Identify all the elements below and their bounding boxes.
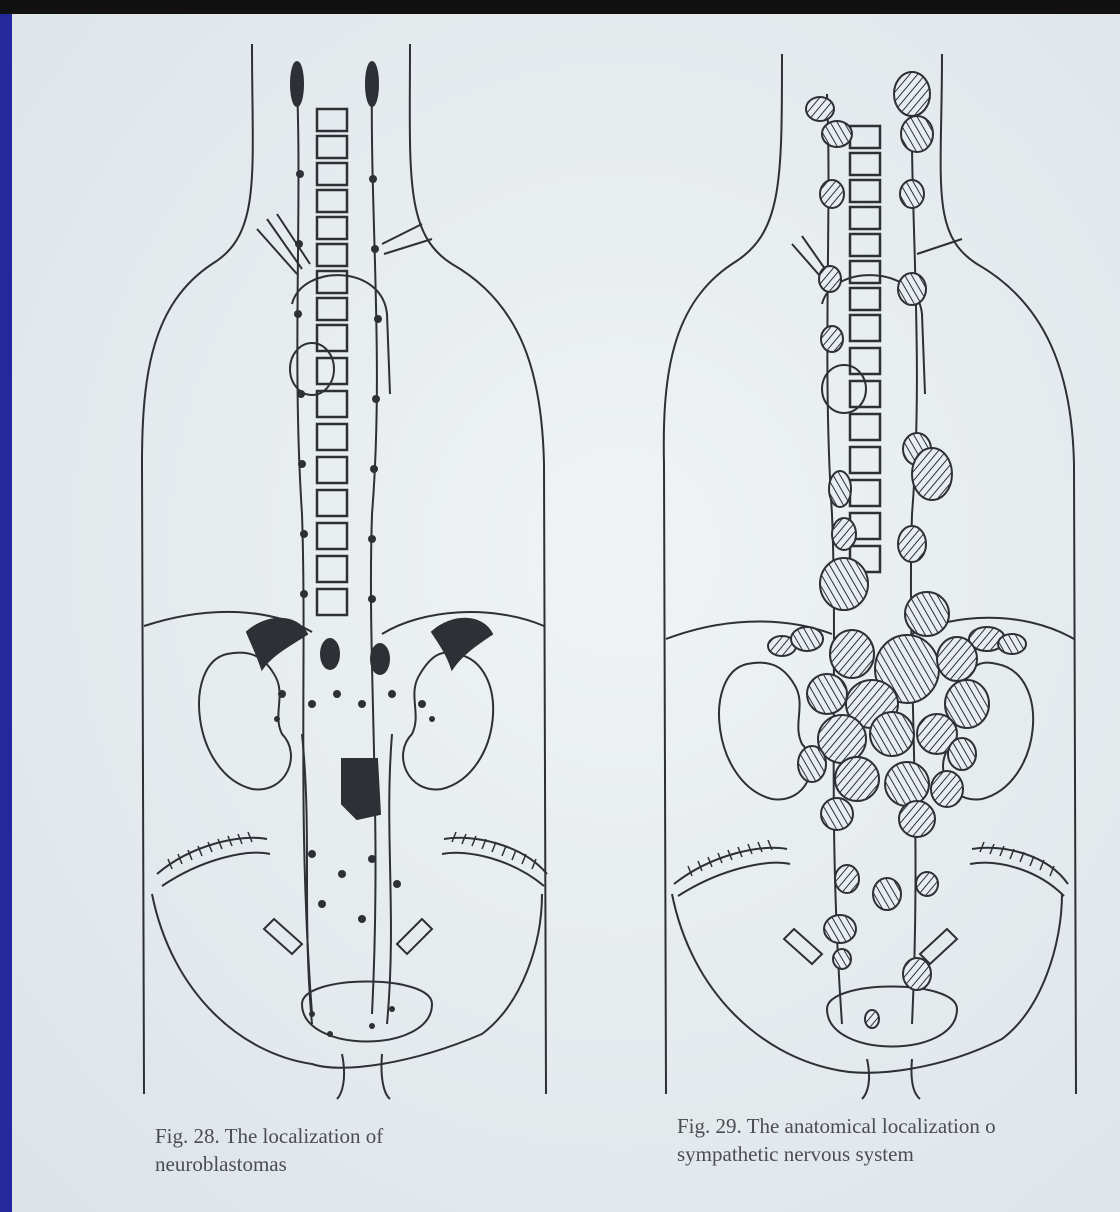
bladder [302, 982, 432, 1042]
top-frame-strip [0, 0, 1120, 14]
sympathetic-chain-right [371, 84, 377, 1014]
left-frame-strip [0, 14, 12, 1212]
iliac-crest-left [157, 838, 270, 886]
figure-29-caption-line2: sympathetic nervous system [677, 1140, 996, 1168]
figure-29-caption-line1: Fig. 29. The anatomical localization o [677, 1112, 996, 1140]
cervical-ganglion-right [366, 62, 378, 106]
pelvis-outline [152, 894, 542, 1068]
spine [317, 109, 347, 615]
anatomical-drawings [12, 14, 1120, 1212]
figure-29-caption: Fig. 29. The anatomical localization o s… [677, 1112, 996, 1168]
adrenal-right [432, 619, 492, 669]
adrenal-left [247, 619, 307, 669]
body-outline-left [142, 44, 253, 1094]
neuroblastoma-localization-drawing [142, 44, 547, 1099]
kidney-right [403, 653, 493, 790]
body-outline-left [664, 54, 782, 1094]
abdominal-mass [342, 759, 380, 819]
sympathetic-chain-left [297, 84, 312, 1014]
body-outline-right [410, 44, 546, 1094]
figure-28-caption-line1: Fig. 28. The localization of [155, 1122, 383, 1150]
scanned-slide: Fig. 28. The localization of neuroblasto… [12, 14, 1120, 1212]
pelvis-outline [672, 894, 1062, 1073]
cervical-ganglion-left [291, 62, 303, 106]
body-outline-right [941, 54, 1076, 1094]
figure-28-caption-line2: neuroblastomas [155, 1150, 383, 1178]
spine [850, 126, 880, 572]
sympathetic-nervous-system-drawing [664, 54, 1076, 1099]
figure-28-caption: Fig. 28. The localization of neuroblasto… [155, 1122, 383, 1178]
